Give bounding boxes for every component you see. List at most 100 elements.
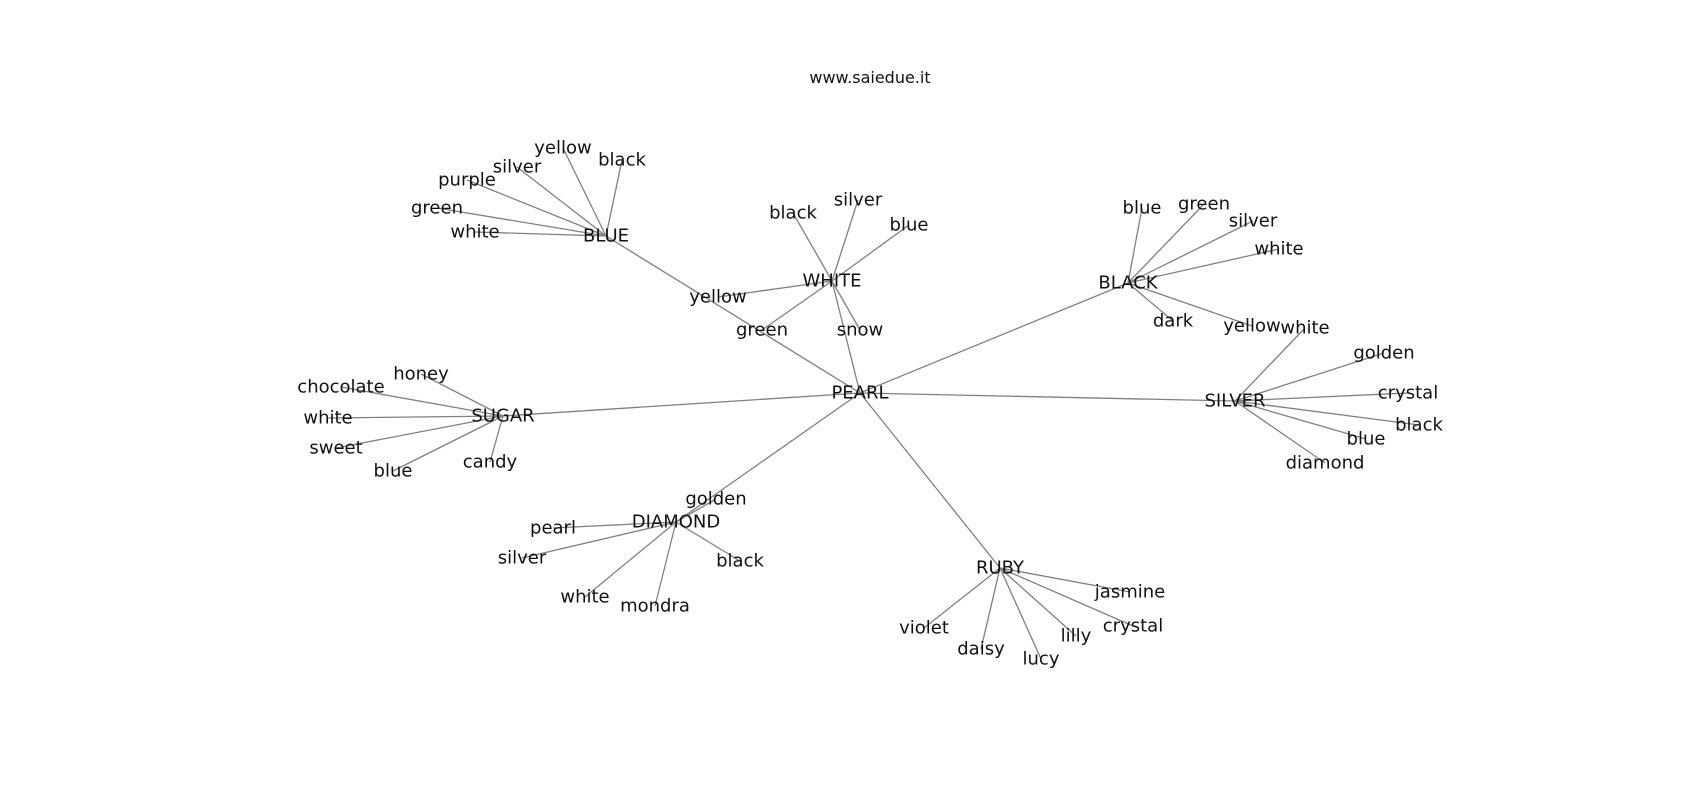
edge-black-white — [1127, 248, 1280, 284]
edge-white-black — [792, 212, 833, 282]
edge-sugar-candy — [489, 415, 504, 463]
edge-root-ruby — [859, 392, 1001, 569]
edge-sugar-blue — [392, 415, 504, 472]
node-hub-blue: BLUE — [583, 226, 629, 247]
node-leaf-white-blue: blue — [890, 215, 929, 236]
node-leaf-black-silver: silver — [1229, 211, 1278, 232]
node-leaf-ruby-daisy: daisy — [957, 639, 1005, 660]
node-hub-ruby: RUBY — [976, 558, 1025, 579]
edge-ruby-violet — [923, 567, 1001, 629]
node-leaf-ruby-lilly: lilly — [1061, 626, 1092, 647]
node-leaf-ruby-violet: violet — [899, 618, 949, 639]
node-leaf-diamond-mondra: mondra — [620, 596, 690, 617]
node-leaf-white-yellow: yellow — [689, 287, 746, 308]
edge-silver-diamond — [1234, 400, 1326, 464]
site-label: www.saiedue.it — [809, 68, 931, 87]
node-leaf-white-silver: silver — [834, 190, 883, 211]
node-leaf-sugar-blue: blue — [374, 461, 413, 482]
edge-white-green — [761, 280, 833, 331]
edge-root-sugar — [502, 392, 861, 417]
node-leaf-diamond-silver: silver — [498, 548, 547, 569]
node-leaf-sugar-sweet: sweet — [309, 438, 362, 459]
edge-diamond-white — [584, 521, 677, 598]
edge-root-blue — [605, 235, 861, 394]
edge-blue-white — [474, 231, 607, 237]
edge-sugar-sweet — [335, 415, 504, 449]
node-leaf-blue-silver: silver — [493, 157, 542, 178]
node-leaf-black-green: green — [1178, 194, 1230, 215]
node-leaf-black-yellow: yellow — [1223, 316, 1280, 337]
node-leaf-diamond-golden: golden — [685, 489, 746, 510]
edge-root-black — [859, 282, 1129, 394]
node-hub-silver: SILVER — [1205, 391, 1266, 412]
node-leaf-blue-purple: purple — [438, 170, 496, 191]
edge-blue-yellow — [562, 147, 607, 237]
node-leaf-sugar-honey: honey — [393, 364, 449, 385]
edge-root-silver — [859, 392, 1236, 402]
edge-white-snow — [831, 280, 861, 331]
node-leaf-diamond-black: black — [716, 551, 764, 572]
edge-silver-blue — [1234, 400, 1367, 440]
node-leaf-blue-white: white — [450, 222, 499, 243]
edge-black-silver — [1127, 220, 1254, 284]
edge-white-blue — [831, 224, 910, 282]
node-leaf-ruby-crystal: crystal — [1103, 616, 1163, 637]
edge-white-yellow — [717, 280, 833, 298]
node-leaf-sugar-white: white — [303, 408, 352, 429]
node-leaf-white-green: green — [736, 320, 788, 341]
node-leaf-sugar-chocolate: chocolate — [297, 377, 384, 398]
edge-ruby-lilly — [999, 567, 1077, 637]
node-leaf-silver-golden: golden — [1353, 343, 1414, 364]
edge-blue-silver — [516, 166, 607, 237]
node-leaf-black-dark: dark — [1153, 311, 1194, 332]
node-leaf-diamond-pearl: pearl — [530, 518, 576, 539]
node-leaf-ruby-jasmine: jasmine — [1094, 582, 1165, 603]
edge-ruby-crystal — [999, 567, 1134, 627]
node-leaf-ruby-lucy: lucy — [1023, 649, 1060, 670]
edges-layer — [327, 147, 1420, 660]
edge-silver-black — [1234, 400, 1420, 426]
node-leaf-silver-white: white — [1280, 318, 1329, 339]
node-leaf-blue-green: green — [411, 198, 463, 219]
node-leaf-white-black: black — [769, 203, 817, 224]
node-leaf-white-snow: snow — [837, 320, 884, 341]
labels-layer: PEARLBLUEyellowblacksilverpurplegreenwhi… — [297, 138, 1443, 670]
edge-root-diamond — [675, 392, 861, 523]
edge-diamond-pearl — [552, 521, 677, 529]
edge-black-yellow — [1127, 282, 1253, 327]
edge-diamond-mondra — [654, 521, 677, 607]
edge-blue-green — [436, 207, 607, 237]
edge-black-blue — [1127, 207, 1143, 284]
node-hub-white: WHITE — [802, 271, 861, 292]
edge-root-white — [831, 280, 861, 394]
edge-silver-golden — [1234, 352, 1385, 402]
node-leaf-silver-blue: blue — [1347, 429, 1386, 450]
edge-ruby-lucy — [999, 567, 1042, 660]
node-hub-diamond: DIAMOND — [632, 512, 721, 533]
node-leaf-black-white: white — [1254, 239, 1303, 260]
node-leaf-sugar-candy: candy — [463, 452, 518, 473]
node-hub-sugar: SUGAR — [471, 406, 534, 427]
edge-sugar-white — [327, 415, 504, 419]
edge-diamond-black — [675, 521, 741, 562]
edge-silver-crystal — [1234, 392, 1409, 402]
node-hub-black: BLACK — [1098, 273, 1158, 294]
edge-sugar-honey — [420, 373, 504, 417]
edge-diamond-silver — [521, 521, 677, 559]
edge-black-dark — [1127, 282, 1174, 322]
edge-ruby-daisy — [980, 567, 1001, 650]
node-leaf-silver-diamond: diamond — [1286, 453, 1365, 474]
node-leaf-silver-black: black — [1395, 415, 1443, 436]
edge-white-silver — [831, 199, 859, 282]
edge-blue-black — [605, 159, 623, 237]
node-leaf-silver-crystal: crystal — [1378, 383, 1438, 404]
node-leaf-blue-black: black — [598, 150, 646, 171]
edge-black-green — [1127, 203, 1205, 284]
edge-silver-white — [1234, 327, 1306, 402]
node-leaf-black-blue: blue — [1123, 198, 1162, 219]
edge-diamond-golden — [675, 498, 717, 523]
edge-ruby-jasmine — [999, 567, 1131, 593]
edge-sugar-chocolate — [340, 386, 504, 417]
node-root-pearl: PEARL — [831, 383, 888, 404]
